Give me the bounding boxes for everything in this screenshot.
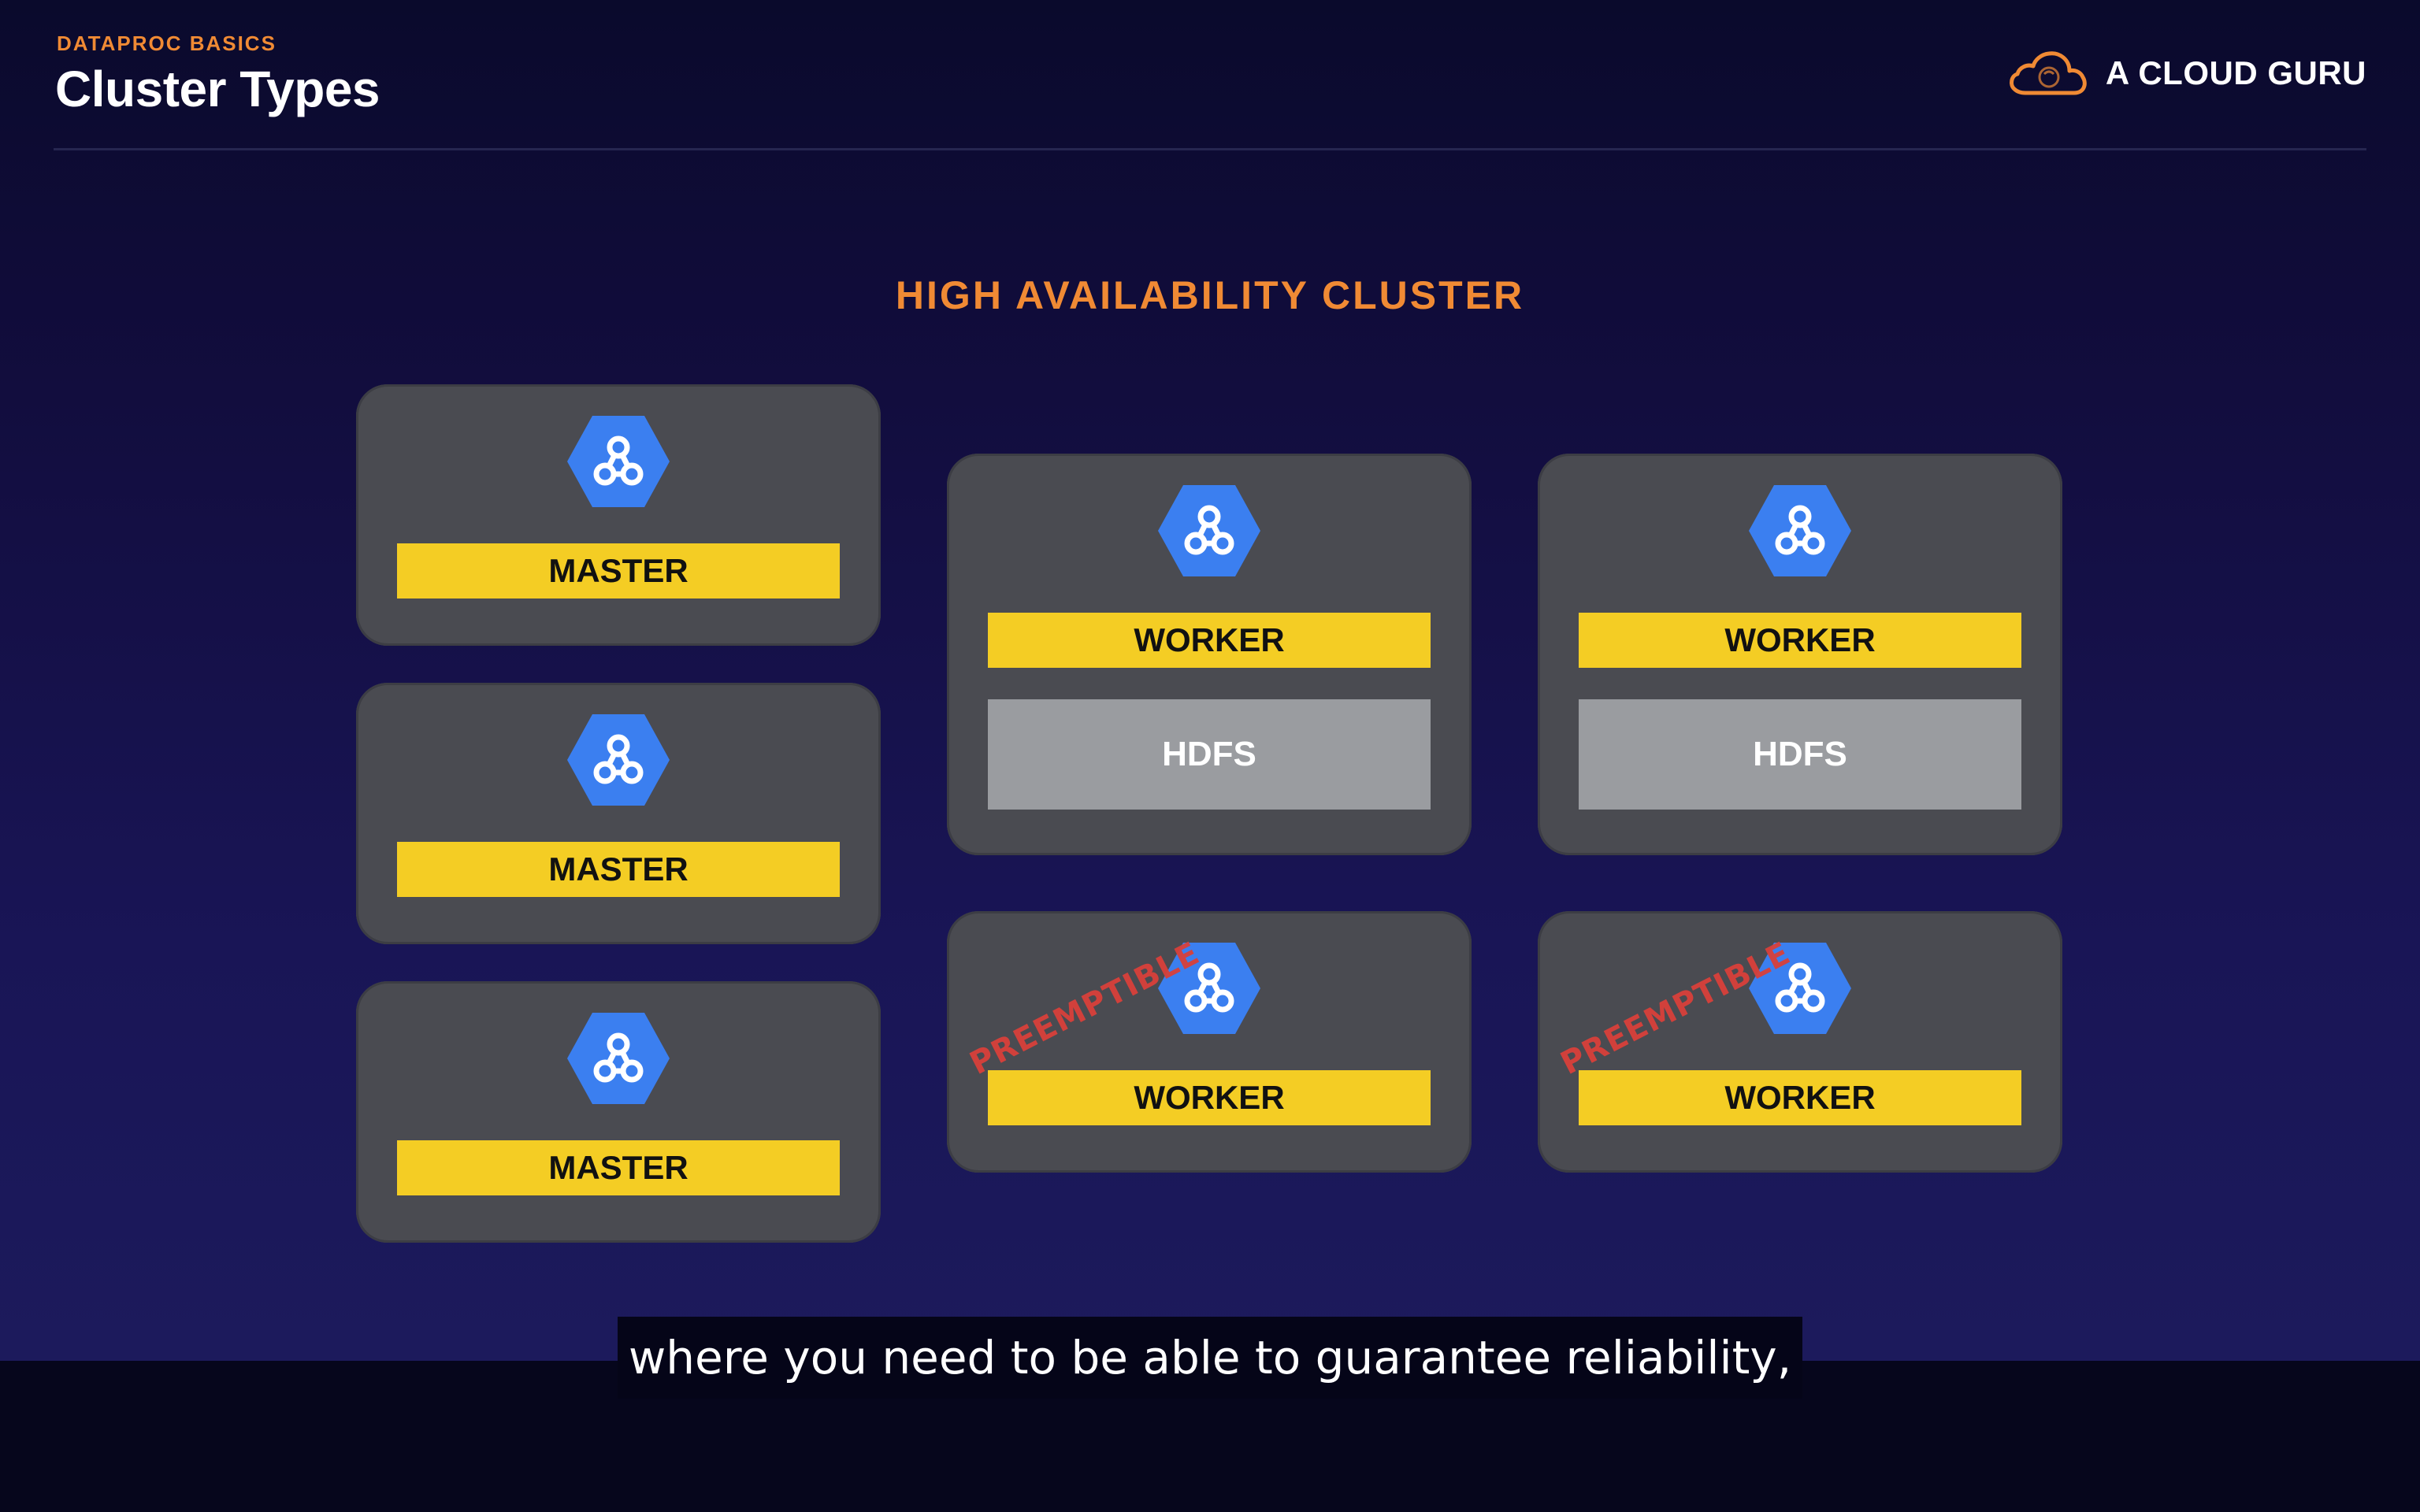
section-kicker: DATAPROC BASICS	[57, 32, 277, 55]
header-divider	[54, 148, 2366, 150]
hdfs-storage-box: HDFS	[988, 699, 1431, 810]
worker-label: WORKER	[1579, 613, 2021, 668]
page-title: Cluster Types	[55, 61, 380, 117]
dataproc-hexagon-icon	[1749, 485, 1851, 576]
dataproc-hexagon-icon	[1158, 943, 1260, 1034]
video-caption: where you need to be able to guarantee r…	[618, 1317, 1802, 1399]
dataproc-hexagon-icon	[1158, 485, 1260, 576]
hdfs-storage-box: HDFS	[1579, 699, 2021, 810]
master-node-card: MASTER	[356, 981, 881, 1243]
preemptible-worker-card: PREEMPTIBLE WORKER	[947, 911, 1472, 1173]
preemptible-worker-card: PREEMPTIBLE WORKER	[1538, 911, 2062, 1173]
master-label: MASTER	[397, 543, 840, 598]
worker-label: WORKER	[988, 613, 1431, 668]
worker-label: WORKER	[988, 1070, 1431, 1125]
worker-node-card: WORKER HDFS	[947, 454, 1472, 855]
worker-label: WORKER	[1579, 1070, 2021, 1125]
master-node-card: MASTER	[356, 384, 881, 646]
master-label: MASTER	[397, 842, 840, 897]
diagram-title: HIGH AVAILABILITY CLUSTER	[895, 273, 1525, 317]
brand-logo: A CLOUD GURU	[2008, 46, 2366, 101]
master-node-card: MASTER	[356, 683, 881, 944]
dataproc-hexagon-icon	[567, 1013, 670, 1104]
worker-node-card: WORKER HDFS	[1538, 454, 2062, 855]
dataproc-hexagon-icon	[1749, 943, 1851, 1034]
dataproc-hexagon-icon	[567, 714, 670, 806]
dataproc-hexagon-icon	[567, 416, 670, 507]
brand-name: A CLOUD GURU	[2105, 54, 2366, 91]
cloud-logo-icon	[2009, 51, 2087, 95]
master-label: MASTER	[397, 1140, 840, 1195]
